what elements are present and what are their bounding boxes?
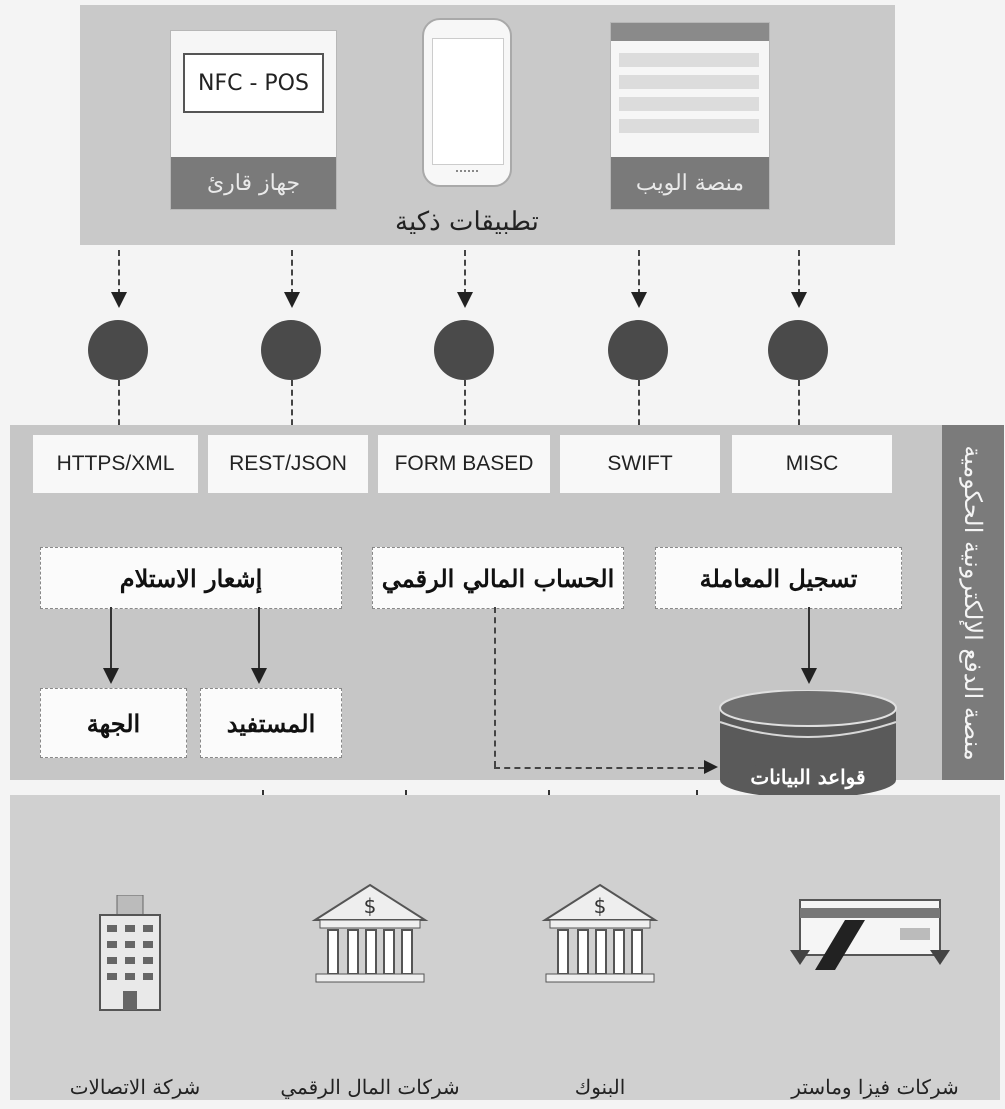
telecom-label: شركة الاتصالات: [69, 1075, 201, 1099]
protocol-form-based: FORM BASED: [378, 435, 550, 493]
pos-terminal: NFC - POS جهاز قارئ: [170, 30, 337, 210]
telecom-building-icon: [95, 895, 165, 1015]
smartphone-icon: [422, 18, 512, 187]
beneficiary-box: المستفيد: [200, 688, 342, 758]
protocol-misc: MISC: [732, 435, 892, 493]
protocol-swift: SWIFT: [560, 435, 720, 493]
transaction-logging-box: تسجيل المعاملة: [655, 547, 902, 609]
fintech-bank-icon: $: [310, 880, 430, 990]
platform-title: منصة الدفع الإلكترونية الحكومية: [959, 444, 987, 761]
gateway-node: [88, 320, 148, 380]
svg-text:$: $: [594, 894, 607, 918]
entity-box: الجهة: [40, 688, 187, 758]
pos-screen: NFC - POS: [183, 53, 324, 113]
banks-label: البنوك: [574, 1075, 626, 1099]
web-label: منصة الويب: [611, 157, 769, 209]
gateway-node: [608, 320, 668, 380]
cards-label: شركات فيزا وماستر: [791, 1075, 959, 1099]
web-platform: منصة الويب: [610, 22, 770, 210]
digital-account-box: الحساب المالي الرقمي: [372, 547, 624, 609]
database-label: قواعد البيانات: [750, 765, 866, 789]
pos-screen-text: NFC - POS: [198, 70, 309, 96]
fintech-label: شركات المال الرقمي: [280, 1075, 460, 1099]
protocol-https-xml: HTTPS/XML: [33, 435, 198, 493]
database-icon: [718, 690, 898, 800]
gateway-node: [768, 320, 828, 380]
bank-icon: $: [540, 880, 660, 990]
svg-text:$: $: [364, 894, 377, 918]
smart-apps-caption: تطبيقات ذكية: [395, 207, 539, 237]
receipt-notification-box: إشعار الاستلام: [40, 547, 342, 609]
gateway-node: [261, 320, 321, 380]
pos-label: جهاز قارئ: [171, 157, 336, 209]
protocol-rest-json: REST/JSON: [208, 435, 368, 493]
payment-card-icon: [790, 890, 950, 980]
platform-title-bar: منصة الدفع الإلكترونية الحكومية: [942, 425, 1004, 780]
gateway-node: [434, 320, 494, 380]
